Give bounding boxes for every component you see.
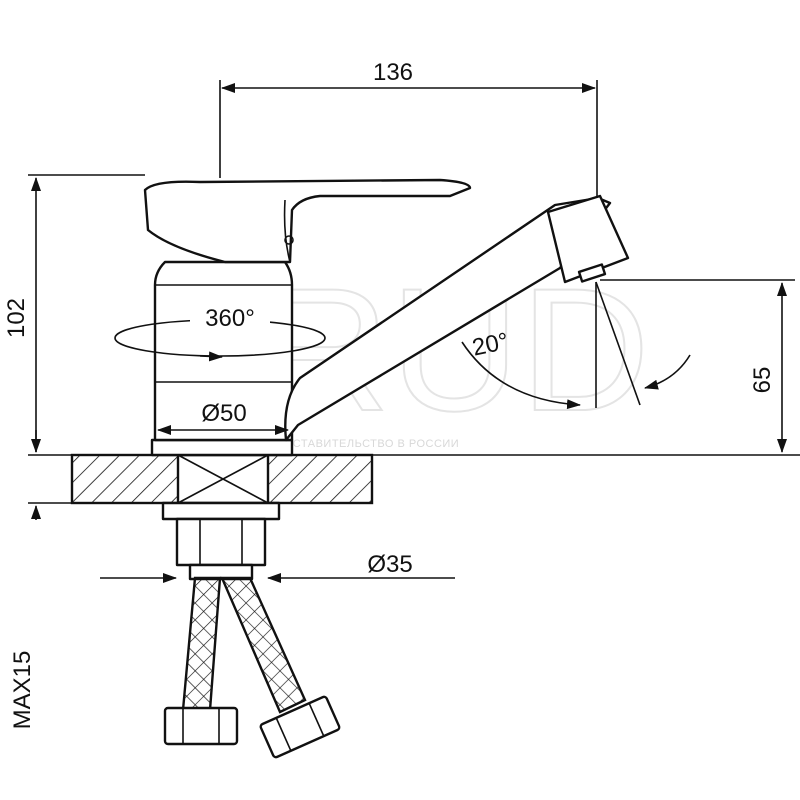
- dimension-body-diameter: Ø50: [157, 398, 289, 435]
- faucet-base: [150, 438, 294, 457]
- aerator: [577, 263, 607, 283]
- hose-nut-right: [259, 695, 341, 759]
- dimension-max-thickness: MAX15: [9, 430, 41, 730]
- dim-hole-diameter-label: Ø35: [367, 551, 412, 578]
- dim-height-total-label: 102: [3, 298, 30, 338]
- dim-body-diameter-label: Ø50: [201, 400, 246, 427]
- dimension-width: 136: [219, 59, 598, 198]
- hose-right: [220, 576, 307, 714]
- dimension-rotation: 360°: [114, 300, 326, 362]
- faucet-spout: [284, 194, 630, 442]
- dimension-spout-angle: 20°: [461, 281, 691, 410]
- handle-lever: [143, 178, 472, 264]
- hose-nut-left: [163, 706, 239, 746]
- dim-width-label: 136: [373, 59, 413, 86]
- dim-rotation-label: 360°: [205, 305, 255, 332]
- hoses: [163, 576, 341, 759]
- faucet-handle: [143, 178, 472, 264]
- countertop: [28, 453, 800, 505]
- dimension-hole-diameter: Ø35: [100, 551, 455, 583]
- dim-spout-height-label: 65: [749, 367, 776, 394]
- mounting-assembly: [161, 453, 281, 581]
- dimension-height-total: 102: [3, 174, 145, 453]
- spout-head: [546, 194, 630, 284]
- dim-max-thickness-label: MAX15: [9, 651, 36, 730]
- hose-left: [181, 576, 222, 712]
- dimension-spout-height: 65: [600, 279, 795, 453]
